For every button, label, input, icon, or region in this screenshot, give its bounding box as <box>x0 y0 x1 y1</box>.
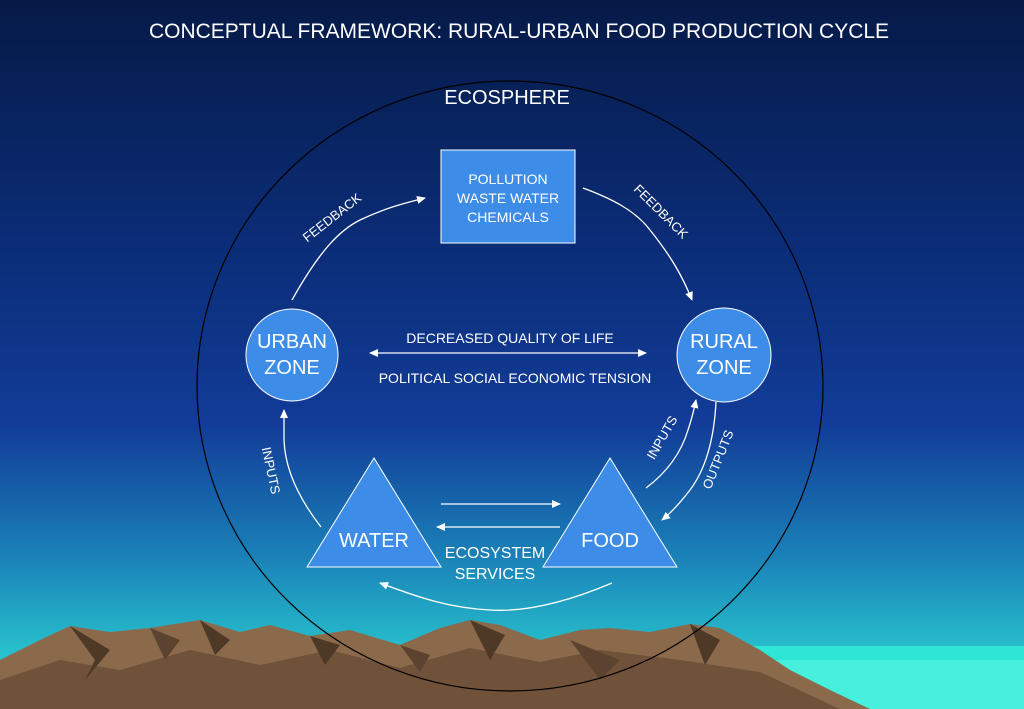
food-node <box>542 457 678 568</box>
pollution-line-1: POLLUTION <box>468 171 548 187</box>
ecosphere-label: ECOSPHERE <box>444 87 570 109</box>
food-to-water-curve-arrow <box>379 582 613 611</box>
rural-line-2: ZONE <box>696 357 752 379</box>
urban-zone-text: URBAN ZONE <box>246 329 338 381</box>
water-label: WATER <box>339 530 409 552</box>
ecosystem-line-1: ECOSYSTEM <box>444 545 546 562</box>
feedback-left-arrow <box>291 196 426 301</box>
pollution-box <box>440 149 576 244</box>
urban-line-1: URBAN <box>256 331 327 353</box>
urban-line-2: ZONE <box>264 357 320 379</box>
pollution-line-2: WASTE WATER <box>456 190 560 206</box>
rural-line-1: RURAL <box>690 331 758 353</box>
diagram-title: CONCEPTUAL FRAMEWORK: RURAL-URBAN FOOD P… <box>148 20 890 43</box>
urban-zone-node <box>245 308 339 402</box>
pollution-box-text: POLLUTION WASTE WATER CHEMICALS <box>441 170 575 227</box>
pollution-line-3: CHEMICALS <box>467 209 549 225</box>
inputs-left-arrow <box>280 409 322 528</box>
feedback-right-arrow <box>582 187 693 301</box>
tension-text: POLITICAL SOCIAL ECONOMIC TENSION <box>378 370 652 386</box>
ecosystem-line-2: SERVICES <box>454 566 536 583</box>
inputs-right-arrow <box>645 399 699 489</box>
rural-zone-text: RURAL ZONE <box>677 329 771 381</box>
outputs-right-arrow <box>661 401 717 521</box>
ecosystem-services-text: ECOSYSTEM SERVICES <box>430 543 560 585</box>
decreased-quality-text: DECREASED QUALITY OF LIFE <box>406 330 614 346</box>
water-node <box>306 457 442 568</box>
rural-zone-node <box>676 307 772 403</box>
food-label: FOOD <box>581 530 639 552</box>
ecosphere-circle <box>196 80 824 692</box>
